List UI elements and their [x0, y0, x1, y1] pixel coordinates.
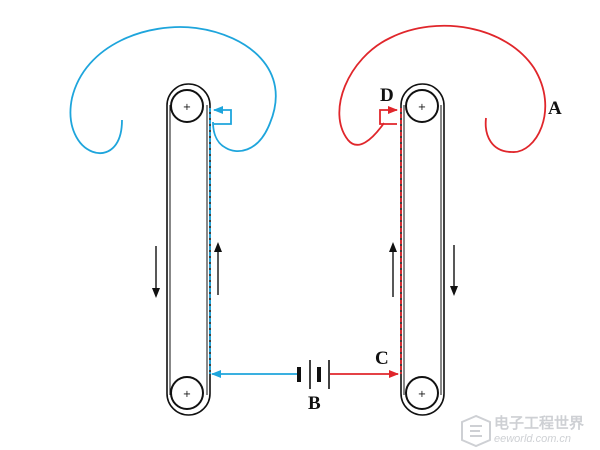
left-top-pulley — [170, 89, 204, 123]
watermark-logo-icon — [461, 414, 491, 448]
left-bottom-pulley — [170, 376, 204, 410]
watermark: 电子工程世界 eeworld.com.cn — [461, 414, 584, 448]
left-belt — [166, 83, 211, 416]
left-belt-assembly: + + — [69, 26, 277, 416]
right-top-pulley-axle: + — [418, 102, 426, 113]
label-b: B — [308, 393, 321, 414]
label-c: C — [375, 348, 389, 369]
watermark-url-text: eeworld.com.cn — [494, 433, 571, 445]
left-comb-wire — [213, 106, 232, 125]
right-dome-arc — [338, 24, 547, 153]
battery-circuit — [211, 360, 399, 389]
battery-icon — [297, 360, 330, 389]
left-belt-down-arrow — [152, 246, 160, 298]
left-dome-arc — [69, 26, 277, 155]
left-top-pulley-axle: + — [183, 102, 191, 113]
left-belt-up-arrow — [214, 242, 222, 295]
right-belt-assembly: + + — [338, 24, 547, 416]
right-comb-wire — [379, 106, 398, 125]
right-belt — [400, 83, 445, 416]
label-d: D — [380, 85, 394, 106]
right-belt-down-arrow — [450, 245, 458, 296]
label-a: A — [548, 98, 562, 119]
left-bottom-pulley-axle: + — [183, 389, 191, 400]
right-bottom-pulley-axle: + — [418, 389, 426, 400]
right-bottom-pulley — [405, 376, 439, 410]
right-belt-up-arrow — [389, 242, 397, 297]
watermark-chinese-text: 电子工程世界 — [494, 414, 584, 432]
right-top-pulley — [405, 89, 439, 123]
